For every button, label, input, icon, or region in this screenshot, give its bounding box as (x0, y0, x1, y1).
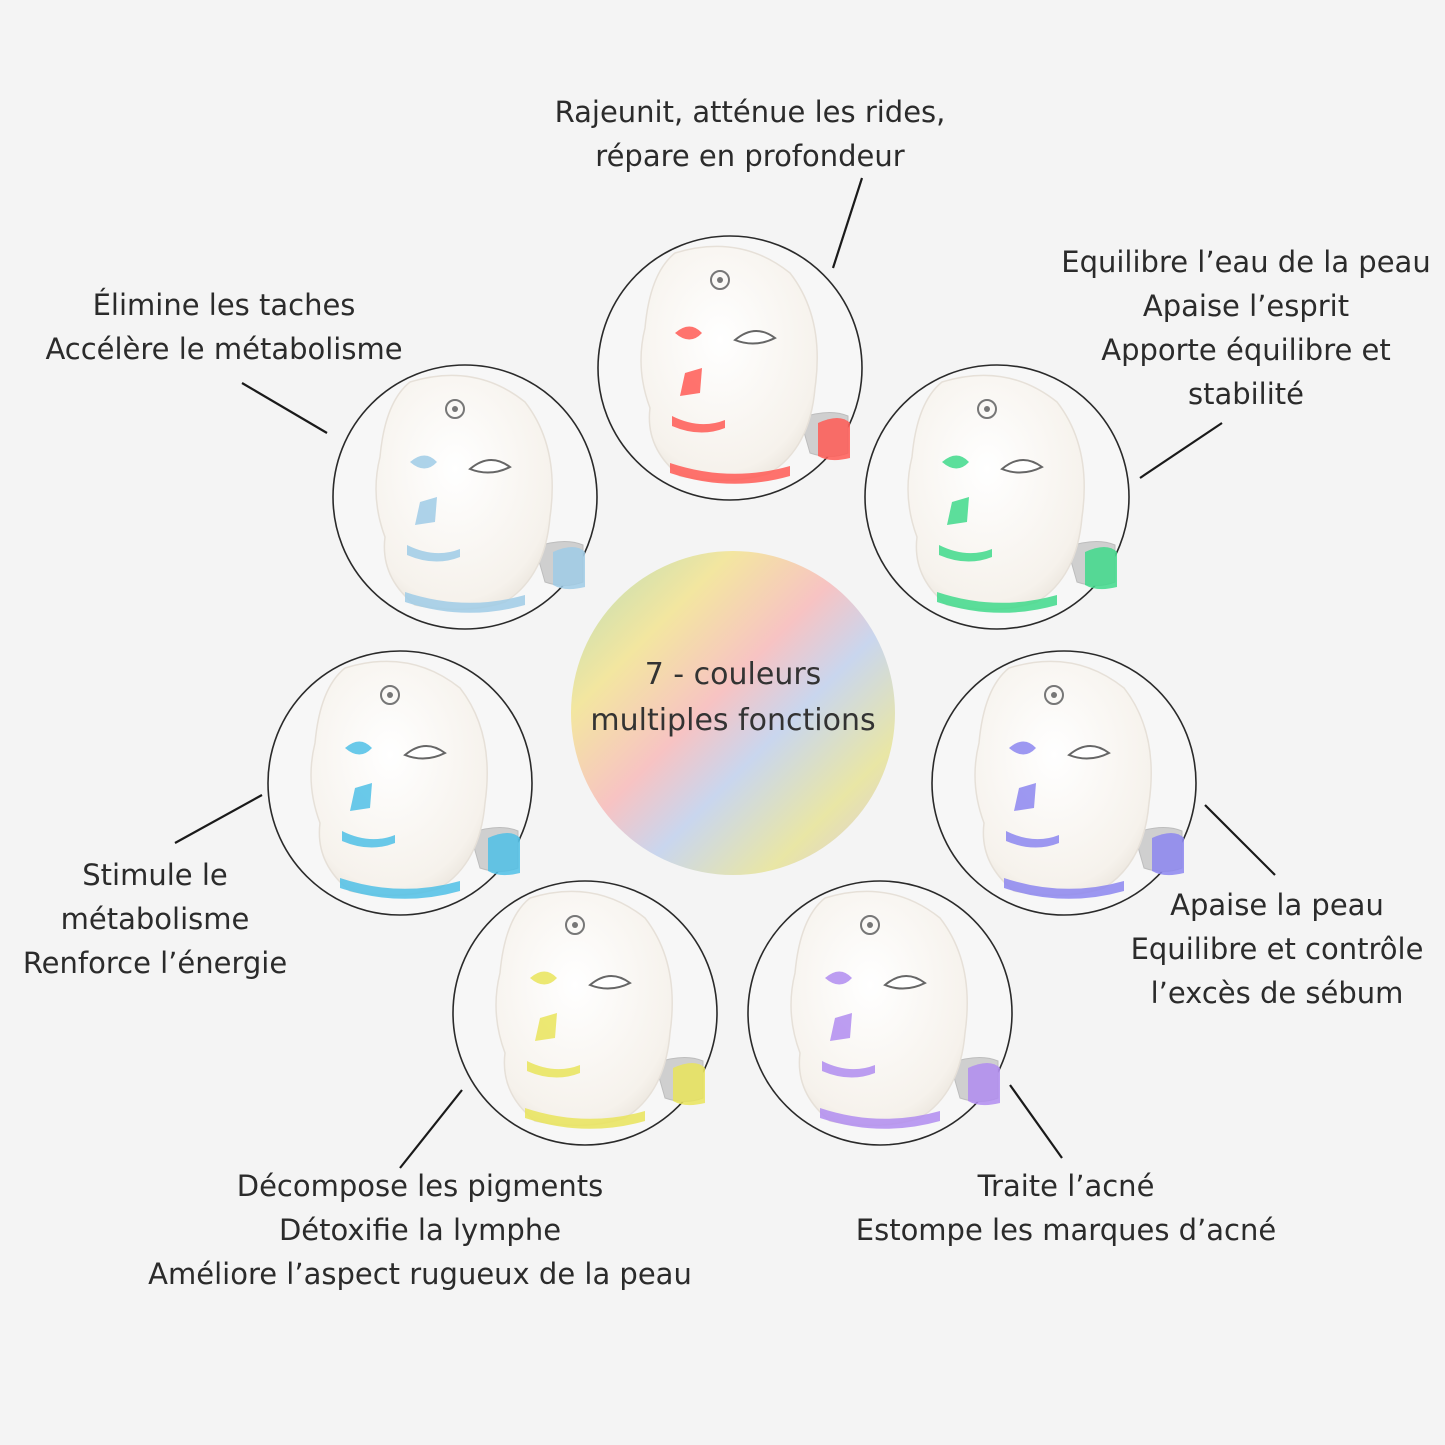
function-label-line: Stimule le (82, 858, 228, 892)
function-label-line: Renforce l’énergie (22, 946, 288, 980)
function-label-line: Élimine les taches (92, 288, 356, 322)
connector-lines (174, 177, 1276, 1169)
led-light-area (968, 1063, 1000, 1106)
led-light-area (830, 1013, 852, 1041)
led-light-area (405, 592, 525, 613)
led-light-area (939, 545, 992, 562)
led-light-area (1085, 547, 1117, 590)
led-light-area (1006, 831, 1059, 848)
function-label-line: Décompose les pigments (236, 1169, 604, 1203)
function-label-line: métabolisme (60, 902, 250, 936)
center-title-line1: 7 - couleurs (644, 657, 822, 692)
function-label-line: Rajeunit, atténue les rides, (554, 95, 946, 129)
mask-circles (267, 235, 1197, 1146)
mask-circle-yellow (452, 880, 718, 1146)
function-label-line: Equilibre l’eau de la peau (1061, 245, 1431, 279)
function-label-line: Détoxifie la lymphe (278, 1213, 562, 1247)
led-mask-icon (310, 660, 520, 899)
mask-circle-red (597, 235, 863, 501)
connector-line-violet (1009, 1084, 1063, 1159)
function-label-line: répare en profondeur (595, 139, 905, 173)
function-label-line: Améliore l’aspect rugueux de la peau (148, 1257, 692, 1291)
center-title-line2: multiples fonctions (590, 703, 876, 738)
function-label-red: Rajeunit, atténue les rides, répare en pr… (450, 90, 1050, 178)
led-light-area (825, 971, 852, 985)
function-label-line: Apaise la peau (1170, 888, 1384, 922)
connector-line-yellow (399, 1089, 463, 1169)
led-light-area (535, 1013, 557, 1041)
mask-circle-green (864, 364, 1130, 630)
led-light-area (822, 1061, 875, 1078)
mask-circle-iceblue (332, 364, 598, 630)
led-light-area (820, 1108, 940, 1129)
led-light-area (675, 326, 702, 340)
connector-line-iceblue (241, 382, 328, 434)
led-light-area (350, 783, 372, 811)
function-label-line: Accélère le métabolisme (45, 332, 403, 366)
led-light-area (937, 592, 1057, 613)
mask-circle-purple (931, 650, 1197, 916)
connector-line-green (1139, 422, 1223, 479)
led-light-area (527, 1061, 580, 1078)
led-light-area (553, 547, 585, 590)
led-light-area (942, 455, 969, 469)
led-light-area (673, 1063, 705, 1106)
function-label-line: Traite l’acné (977, 1169, 1155, 1203)
mask-circle-cyan (267, 650, 533, 916)
mask-circle-violet (747, 880, 1013, 1146)
function-label-line: Equilibre et contrôle (1130, 932, 1424, 966)
function-label-line: Apporte équilibre et (1101, 333, 1391, 367)
led-mask-icon (790, 890, 1000, 1129)
led-mask-icon (974, 660, 1184, 899)
led-light-area (670, 463, 790, 484)
function-label-line: Apaise l’esprit (1142, 289, 1350, 323)
led-mask-icon (907, 374, 1117, 613)
led-mask-icon (375, 374, 585, 613)
function-label-line: l’excès de sébum (1150, 976, 1404, 1010)
led-light-area (525, 1108, 645, 1129)
led-light-area (407, 545, 460, 562)
function-label-line: stabilité (1187, 377, 1305, 411)
led-light-area (488, 833, 520, 876)
led-light-area (345, 741, 372, 755)
led-light-area (1152, 833, 1184, 876)
led-light-area (342, 831, 395, 848)
center-title: 7 - couleurs multiples fonctions (571, 652, 895, 744)
connector-line-cyan (174, 794, 263, 844)
led-light-area (410, 455, 437, 469)
led-light-area (1004, 878, 1124, 899)
led-light-area (947, 497, 969, 525)
center-rainbow-circle (571, 551, 895, 875)
led-light-area (1014, 783, 1036, 811)
led-light-area (340, 878, 460, 899)
connector-line-purple (1204, 804, 1276, 876)
led-mask-icon (640, 245, 850, 484)
led-light-area (530, 971, 557, 985)
led-light-area (415, 497, 437, 525)
function-label-line: Estompe les marques d’acné (855, 1213, 1277, 1247)
led-mask-icon (495, 890, 705, 1129)
led-light-area (818, 418, 850, 461)
led-light-area (1009, 741, 1036, 755)
connector-line-red (831, 177, 864, 269)
led-light-area (680, 368, 702, 396)
led-light-area (672, 416, 725, 433)
